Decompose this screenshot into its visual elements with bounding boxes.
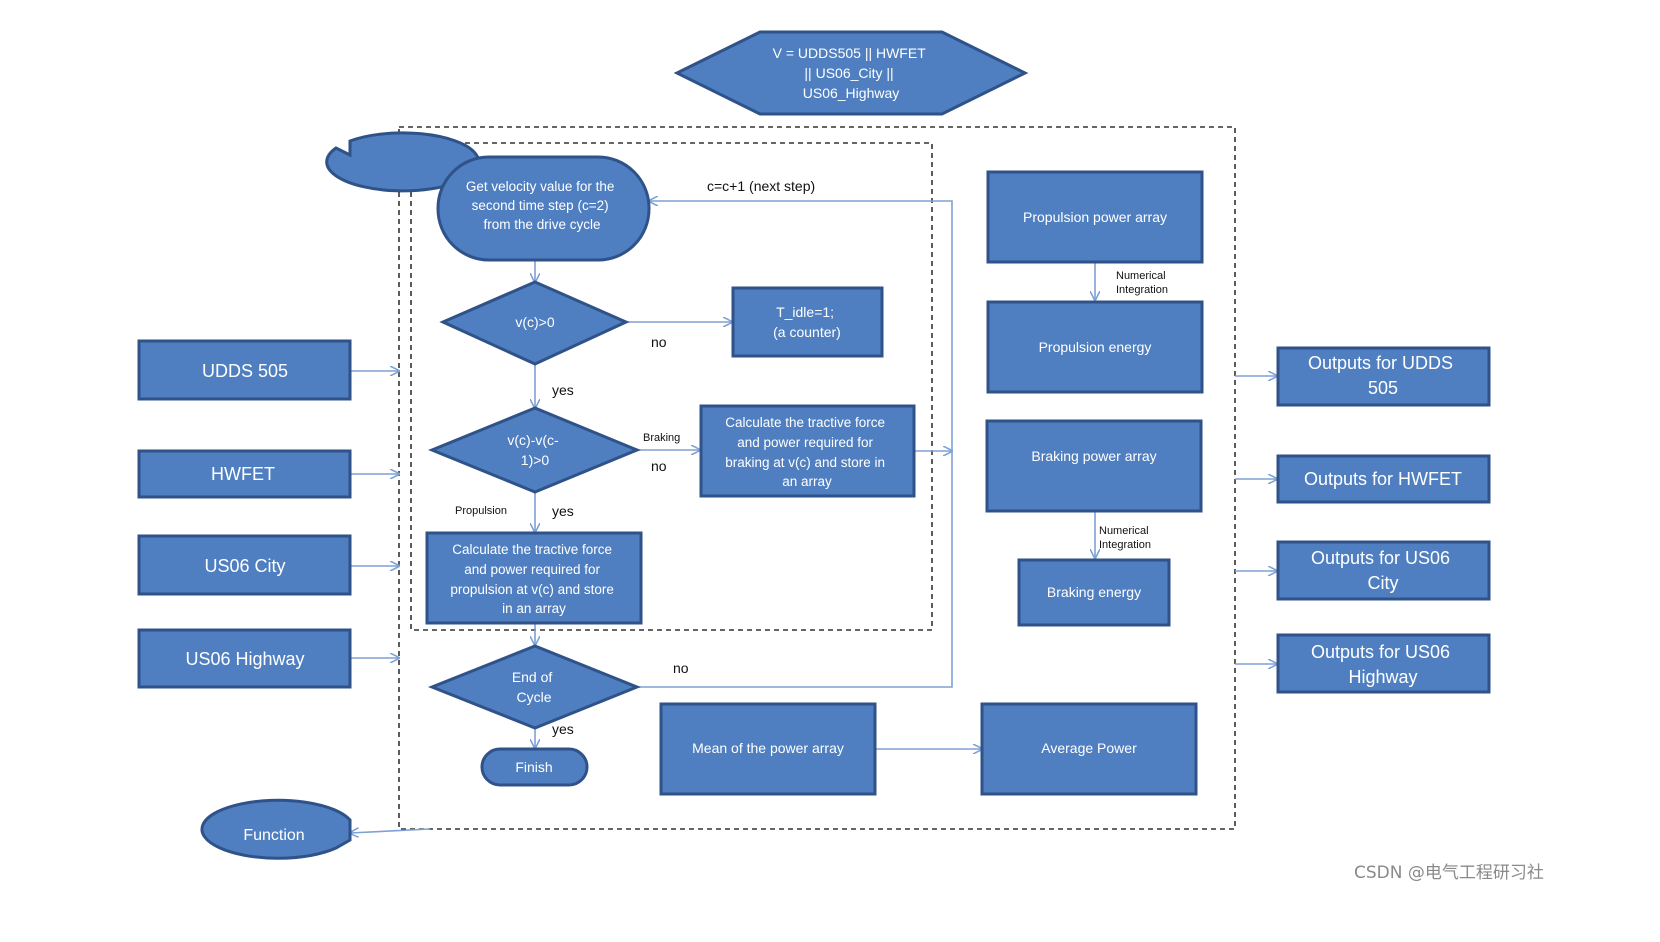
function-label: Function [243,827,304,844]
propulsion-energy-label: Propulsion energy [1039,339,1152,355]
svg-text:Outputs for US06 Highway: Outputs for US06 Highway [1311,642,1455,687]
output-line: City [1368,573,1399,593]
finish-terminator: Finish [480,747,589,787]
decision-velocity-positive: v(c)>0 [439,280,630,366]
input-udds505-box: UDDS 505 [137,339,352,401]
propulsion-power-array-box: Propulsion power array [986,170,1204,264]
yes-label: yes [552,721,574,737]
braking-branch-label: Braking [643,432,680,444]
input-label: US06 City [204,556,285,576]
braking-energy-box: Braking energy [1017,558,1171,627]
get-velocity-terminator: Get velocity value for the second time s… [436,155,651,262]
output-us06-city-box: Outputs for US06 City [1276,540,1491,601]
calc-braking-line: and power required for [737,435,873,450]
decision-acceleration: v(c)-v(c- 1)>0 [428,406,641,494]
svg-text:Outputs for US06 City: Outputs for US06 City [1311,548,1455,593]
calc-propulsion-line: and power required for [464,562,600,577]
mean-power-box: Mean of the power array [659,702,877,796]
svg-text:End of Cycle: End of Cycle [512,669,556,705]
get-velocity-line: Get velocity value for the [466,179,615,194]
function-callout: Function [200,798,352,860]
mask1-callout: Mask 1 [248,119,481,193]
drive-cycle-hexagon: V = UDDS505 || HWFET || US06_City || US0… [673,30,1029,116]
outer-dashed-boundary [398,126,1236,830]
t-idle-line: (a counter) [773,324,841,340]
decision-line: v(c)-v(c- [507,432,559,448]
propulsion-branch-label: Propulsion [455,505,507,517]
next-step-label: c=c+1 (next step) [707,178,815,194]
calc-propulsion-line: in an array [502,601,566,616]
output-line: Outputs for US06 [1311,642,1450,662]
svg-text:Calculate the tractive force: Calculate the tractive force and power r… [450,542,617,616]
output-udds505-box: Outputs for UDDS 505 [1276,346,1491,407]
mask1-label: Mask 1 [248,119,300,136]
input-us06-city-box: US06 City [137,534,352,596]
output-line: Outputs for US06 [1311,548,1450,568]
average-power-box: Average Power [980,702,1198,796]
hexagon-line: V = UDDS505 || HWFET [773,45,927,61]
output-line: 505 [1368,378,1398,398]
output-line: Highway [1348,667,1417,687]
end-cycle-line: Cycle [516,689,551,705]
braking-power-label: Braking power array [1031,448,1156,464]
input-hwfet-box: HWFET [137,449,352,499]
hexagon-line: || US06_City || [804,65,893,81]
finish-label: Finish [515,759,552,775]
calc-braking-line: braking at v(c) and store in [725,455,885,470]
svg-text:Get velocity value for the: Get velocity value for the second time s… [466,179,618,232]
average-power-label: Average Power [1041,740,1137,756]
mean-power-label: Mean of the power array [692,740,844,756]
input-label: US06 Highway [185,649,304,669]
propulsion-energy-box: Propulsion energy [986,300,1204,394]
end-cycle-line: End of [512,669,553,685]
numerical-integration-label: Numerical Integration [1099,525,1152,551]
svg-text:T_idle=1; (a counter): T_idle=1; (a counter) [773,304,841,340]
numerical-integration-label: Numerical Integration [1116,270,1169,296]
yes-label: yes [552,382,574,398]
decision-end-of-cycle: End of Cycle [427,644,642,730]
calc-braking-line: Calculate the tractive force [725,415,885,430]
decision-line: 1)>0 [521,452,550,468]
calc-braking-box: Calculate the tractive force and power r… [699,404,916,498]
no-label: no [651,334,667,350]
csdn-watermark: CSDN @电气工程研习社 [1354,863,1544,883]
braking-power-array-box: Braking power array [985,419,1203,513]
output-hwfet-box: Outputs for HWFET [1276,454,1491,504]
calc-propulsion-line: propulsion at v(c) and store [450,582,614,597]
calc-braking-line: an array [782,474,832,489]
t-idle-line: T_idle=1; [776,304,834,320]
t-idle-counter-box: T_idle=1; (a counter) [731,286,884,358]
output-line: Outputs for HWFET [1304,469,1462,489]
get-velocity-line: second time step (c=2) [472,198,609,213]
yes-label: yes [552,503,574,519]
no-label: no [651,458,667,474]
svg-text:V = UDDS505 || HWFET ||: V = UDDS505 || HWFET || US06_City || US0… [773,45,930,101]
svg-text:Calculate the tractive force: Calculate the tractive force and power r… [725,415,889,489]
output-line: Outputs for UDDS [1308,353,1453,373]
svg-text:v(c)-v(c- 1)>0: v(c)-v(c- 1)>0 [507,432,562,468]
get-velocity-line: from the drive cycle [483,217,600,232]
input-label: HWFET [211,464,275,484]
input-label: UDDS 505 [202,361,288,381]
decision-label: v(c)>0 [515,314,555,330]
calc-propulsion-box: Calculate the tractive force and power r… [425,531,643,625]
connectors [350,155,1277,833]
svg-text:Outputs for UDDS 505: Outputs for UDDS 505 [1308,353,1458,398]
output-us06-highway-box: Outputs for US06 Highway [1276,633,1491,694]
braking-energy-label: Braking energy [1047,584,1141,600]
propulsion-power-label: Propulsion power array [1023,209,1167,225]
input-us06-highway-box: US06 Highway [137,628,352,689]
hexagon-line: US06_Highway [803,85,900,101]
calc-propulsion-line: Calculate the tractive force [452,542,612,557]
no-label: no [673,660,689,676]
